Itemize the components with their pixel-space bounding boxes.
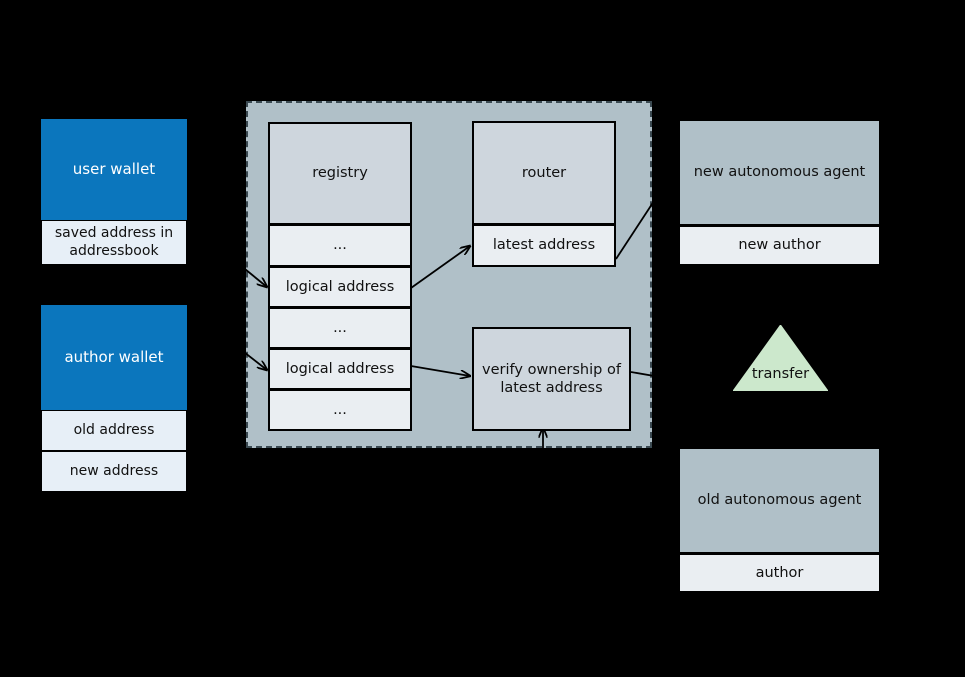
old-agent-row-author: author <box>678 554 881 593</box>
user-wallet-row-saved-address: saved address in addressbook <box>41 220 187 265</box>
new-agent-row-new-author: new author <box>678 226 881 266</box>
author-wallet-row-new-address: new address <box>41 451 187 492</box>
transfer-shape: transfer <box>733 325 828 391</box>
author-wallet-row-old-address: old address <box>41 410 187 451</box>
registry-row-ellipsis-1: ... <box>268 225 412 267</box>
router-header: router <box>472 121 616 225</box>
registry-header: registry <box>268 122 412 225</box>
new-agent-header: new autonomous agent <box>678 119 881 226</box>
verify-ownership-box: verify ownership of latest address <box>472 327 631 431</box>
registry-row-logical-address-1: logical address <box>268 267 412 308</box>
author-wallet-header: author wallet <box>41 305 187 410</box>
user-wallet-header: user wallet <box>41 119 187 220</box>
registry-row-ellipsis-2: ... <box>268 308 412 349</box>
router-row-latest-address: latest address <box>472 225 616 267</box>
registry-row-logical-address-2: logical address <box>268 349 412 390</box>
registry-row-ellipsis-3: ... <box>268 390 412 431</box>
transfer-triangle-icon <box>733 325 828 391</box>
old-agent-header: old autonomous agent <box>678 447 881 554</box>
